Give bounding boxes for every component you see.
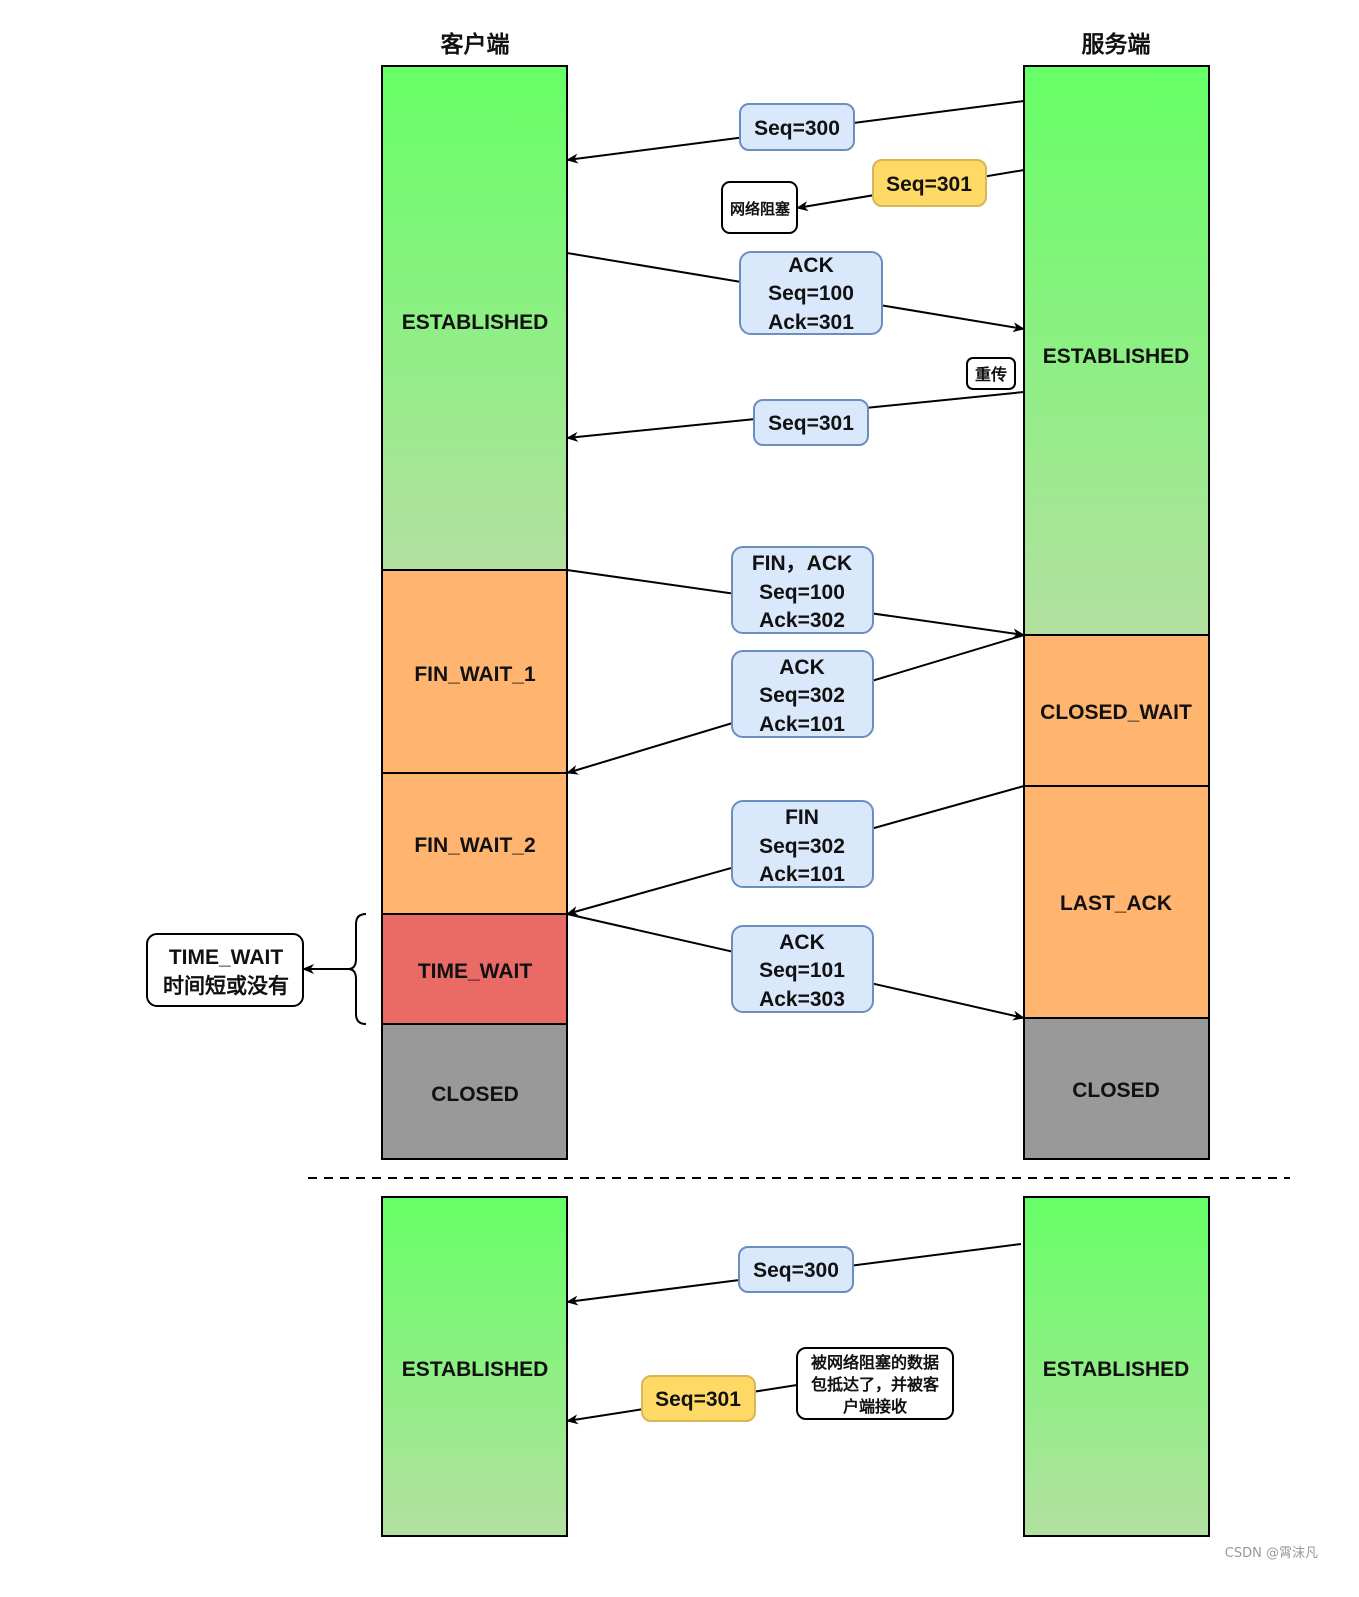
message-m6: ACK Seq=302 Ack=101 <box>731 650 874 738</box>
server-state-established <box>1023 65 1210 636</box>
note-retransmit: 重传 <box>966 357 1016 390</box>
m6-line-3: Ack=101 <box>759 713 845 736</box>
client-state-fin-wait-1 <box>381 569 568 774</box>
server-state-closed-wait-label: CLOSED_WAIT <box>1040 701 1192 724</box>
m8-line-3: Ack=303 <box>759 988 845 1011</box>
m5-line-3: Ack=302 <box>759 609 845 632</box>
message-m3: ACK Seq=100 Ack=301 <box>739 251 883 335</box>
note-time-wait-line-2: 时间短或没有 <box>163 974 289 998</box>
message-m1: Seq=300 <box>739 103 855 151</box>
message-m2-lost: Seq=301 <box>872 159 987 207</box>
m7-line-1: FIN <box>785 806 819 829</box>
m6-line-2: Seq=302 <box>759 684 845 707</box>
watermark: CSDN @霄沫凡 <box>1225 1546 1318 1561</box>
note-late-arrival: 被网络阻塞的数据 包抵达了，并被客 户端接收 <box>796 1347 954 1420</box>
note-network-blocked: 网络阻塞 <box>721 181 798 234</box>
m4-line-1: Seq=301 <box>768 412 854 435</box>
m3-line-1: ACK <box>788 254 834 277</box>
client-state-closed-label: CLOSED <box>431 1083 519 1106</box>
client-title: 客户端 <box>441 31 510 58</box>
note-late-line-2: 包抵达了，并被客 <box>811 1375 940 1394</box>
message-m10-late: Seq=301 <box>641 1375 756 1422</box>
client-state-fin-wait-2-label: FIN_WAIT_2 <box>414 834 535 857</box>
server-state-established-2 <box>1023 1196 1210 1537</box>
m7-line-3: Ack=101 <box>759 863 845 886</box>
client-state-established-label: ESTABLISHED <box>402 311 549 334</box>
note-time-wait: TIME_WAIT 时间短或没有 <box>146 933 304 1007</box>
note-late-line-3: 户端接收 <box>843 1397 907 1416</box>
message-m4: Seq=301 <box>753 399 869 446</box>
client-state-established-2-label: ESTABLISHED <box>402 1358 549 1381</box>
m5-line-2: Seq=100 <box>759 581 845 604</box>
m2-line-1: Seq=301 <box>886 173 972 196</box>
server-state-established-label: ESTABLISHED <box>1043 345 1190 368</box>
client-timeline <box>381 65 568 1160</box>
message-m9: Seq=300 <box>738 1246 854 1293</box>
m8-line-1: ACK <box>779 931 825 954</box>
message-m5: FIN，ACK Seq=100 Ack=302 <box>731 546 874 634</box>
note-blocked-text: 网络阻塞 <box>730 200 791 218</box>
message-m7: FIN Seq=302 Ack=101 <box>731 800 874 888</box>
server-state-closed-label: CLOSED <box>1072 1079 1160 1102</box>
m3-line-2: Seq=100 <box>768 282 854 305</box>
client-state-fin-wait-2 <box>381 772 568 915</box>
server-timeline <box>1023 65 1210 1160</box>
time-wait-brace <box>347 913 367 1025</box>
m9-line-1: Seq=300 <box>753 1259 839 1282</box>
m5-line-1: FIN，ACK <box>752 552 852 575</box>
note-time-wait-line-1: TIME_WAIT <box>169 946 284 969</box>
m10-line-1: Seq=301 <box>655 1388 741 1411</box>
server-state-last-ack-label: LAST_ACK <box>1060 892 1172 915</box>
client-state-established <box>381 65 568 571</box>
client-state-established-2 <box>381 1196 568 1537</box>
server-state-closed <box>1023 1017 1210 1160</box>
server-title: 服务端 <box>1082 32 1151 58</box>
m3-line-3: Ack=301 <box>768 311 854 334</box>
server-state-established-2-label: ESTABLISHED <box>1043 1358 1190 1381</box>
client-state-fin-wait-1-label: FIN_WAIT_1 <box>414 663 536 686</box>
client-state-time-wait-label: TIME_WAIT <box>418 960 533 983</box>
m8-line-2: Seq=101 <box>759 959 845 982</box>
server-state-last-ack <box>1023 785 1210 1019</box>
client-state-closed <box>381 1023 568 1160</box>
note-retransmit-text: 重传 <box>975 365 1007 384</box>
m6-line-1: ACK <box>779 656 825 679</box>
client-state-time-wait <box>381 913 568 1025</box>
m1-line-1: Seq=300 <box>754 117 840 140</box>
message-m8: ACK Seq=101 Ack=303 <box>731 925 874 1013</box>
note-late-line-1: 被网络阻塞的数据 <box>811 1353 939 1372</box>
m7-line-2: Seq=302 <box>759 835 845 858</box>
